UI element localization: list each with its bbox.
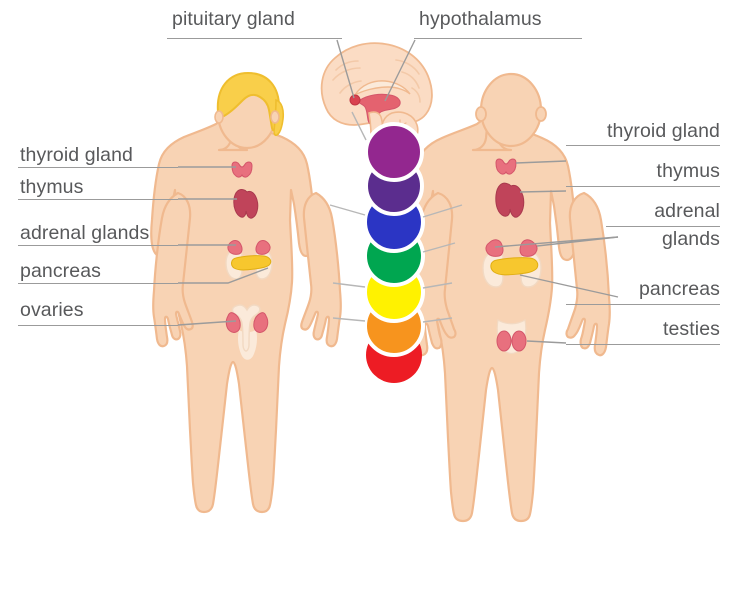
female-ear-left xyxy=(214,110,224,124)
brain-corpus-callosum xyxy=(353,80,411,97)
pituitary-gland-dot xyxy=(349,94,361,106)
female-ovary-left xyxy=(225,312,241,333)
male-testis-right xyxy=(511,330,527,352)
rule-left-thymus xyxy=(18,199,178,200)
male-pancreas xyxy=(490,257,539,276)
label-left-pancreas: pancreas xyxy=(20,260,102,282)
label-right-thyroid-gland: thyroid gland xyxy=(607,120,720,142)
male-adrenal-gland-left xyxy=(485,239,504,257)
female-pancreas xyxy=(231,255,272,271)
rule-right-adrenal-glands xyxy=(606,226,720,227)
leader-right-testies xyxy=(526,340,567,344)
female-adrenal-gland-right xyxy=(255,240,271,255)
rule-right-thymus xyxy=(566,186,720,187)
male-testis-left xyxy=(496,330,512,352)
chakra-column xyxy=(363,122,425,383)
female-ear-right xyxy=(270,110,280,124)
rule-left-thyroid-gland xyxy=(18,167,178,168)
male-ear-right xyxy=(535,106,547,122)
label-right-testies: testies xyxy=(662,318,720,340)
leader-hypothalamus xyxy=(384,39,416,102)
rule-right-pancreas xyxy=(566,304,720,305)
male-ear-left xyxy=(475,106,487,122)
label-right-pancreas: pancreas xyxy=(638,278,720,300)
rule-right-thyroid-gland xyxy=(566,145,720,146)
leader-pituitary xyxy=(336,39,355,99)
label-hypothalamus: hypothalamus xyxy=(419,8,542,30)
leader-left-ovaries xyxy=(177,320,237,326)
rule-left-ovaries xyxy=(18,325,178,326)
label-left-thymus: thymus xyxy=(20,176,84,198)
female-uterus xyxy=(231,304,261,352)
male-figure xyxy=(407,72,611,523)
rule-pituitary-gland xyxy=(167,38,342,39)
rule-right-testies xyxy=(566,344,720,345)
female-adrenal-gland-left xyxy=(227,240,243,255)
female-ovary-right xyxy=(253,312,269,333)
leader-right-thymus xyxy=(519,190,567,193)
leader-right-pancreas xyxy=(519,274,619,298)
leader-chakra-sacral xyxy=(422,317,453,323)
label-left-ovaries: ovaries xyxy=(20,299,84,321)
brain-cross-section xyxy=(320,42,433,148)
female-thyroid-gland xyxy=(231,161,253,178)
label-right-adrenal-glands-line1: adrenal xyxy=(654,200,720,222)
male-head xyxy=(479,72,543,148)
leader-chakra-crown xyxy=(351,111,367,141)
male-arm-right xyxy=(565,191,611,357)
female-arm-right xyxy=(300,191,342,348)
female-figure xyxy=(150,71,342,514)
male-thyroid-gland xyxy=(495,158,517,175)
label-left-adrenal-glands: adrenal glands xyxy=(20,222,150,244)
leader-chakra-sacral-f xyxy=(332,317,366,322)
female-thymus xyxy=(233,189,259,219)
leader-chakra-heart xyxy=(422,242,456,253)
leader-chakra-solar-f xyxy=(332,282,366,288)
leader-chakra-solar xyxy=(422,282,453,289)
female-arm-left xyxy=(152,191,194,348)
leader-right-adrenal-b xyxy=(494,236,619,248)
leader-right-thyroid xyxy=(515,160,567,164)
label-right-thymus: thymus xyxy=(656,160,720,182)
chakra-crown xyxy=(364,122,424,182)
leader-chakra-throat xyxy=(422,204,463,218)
rule-left-pancreas xyxy=(18,283,178,284)
rule-hypothalamus xyxy=(414,38,582,39)
label-right-adrenal-glands-line2: glands xyxy=(661,228,720,250)
leader-chakra-throat-f xyxy=(329,204,366,216)
label-pituitary-gland: pituitary gland xyxy=(172,8,295,30)
male-thymus xyxy=(495,182,525,218)
leader-left-pancreas xyxy=(178,267,269,284)
leader-lines xyxy=(177,39,619,344)
label-left-thyroid-gland: thyroid gland xyxy=(20,144,133,166)
rule-left-adrenal-glands xyxy=(18,245,178,246)
